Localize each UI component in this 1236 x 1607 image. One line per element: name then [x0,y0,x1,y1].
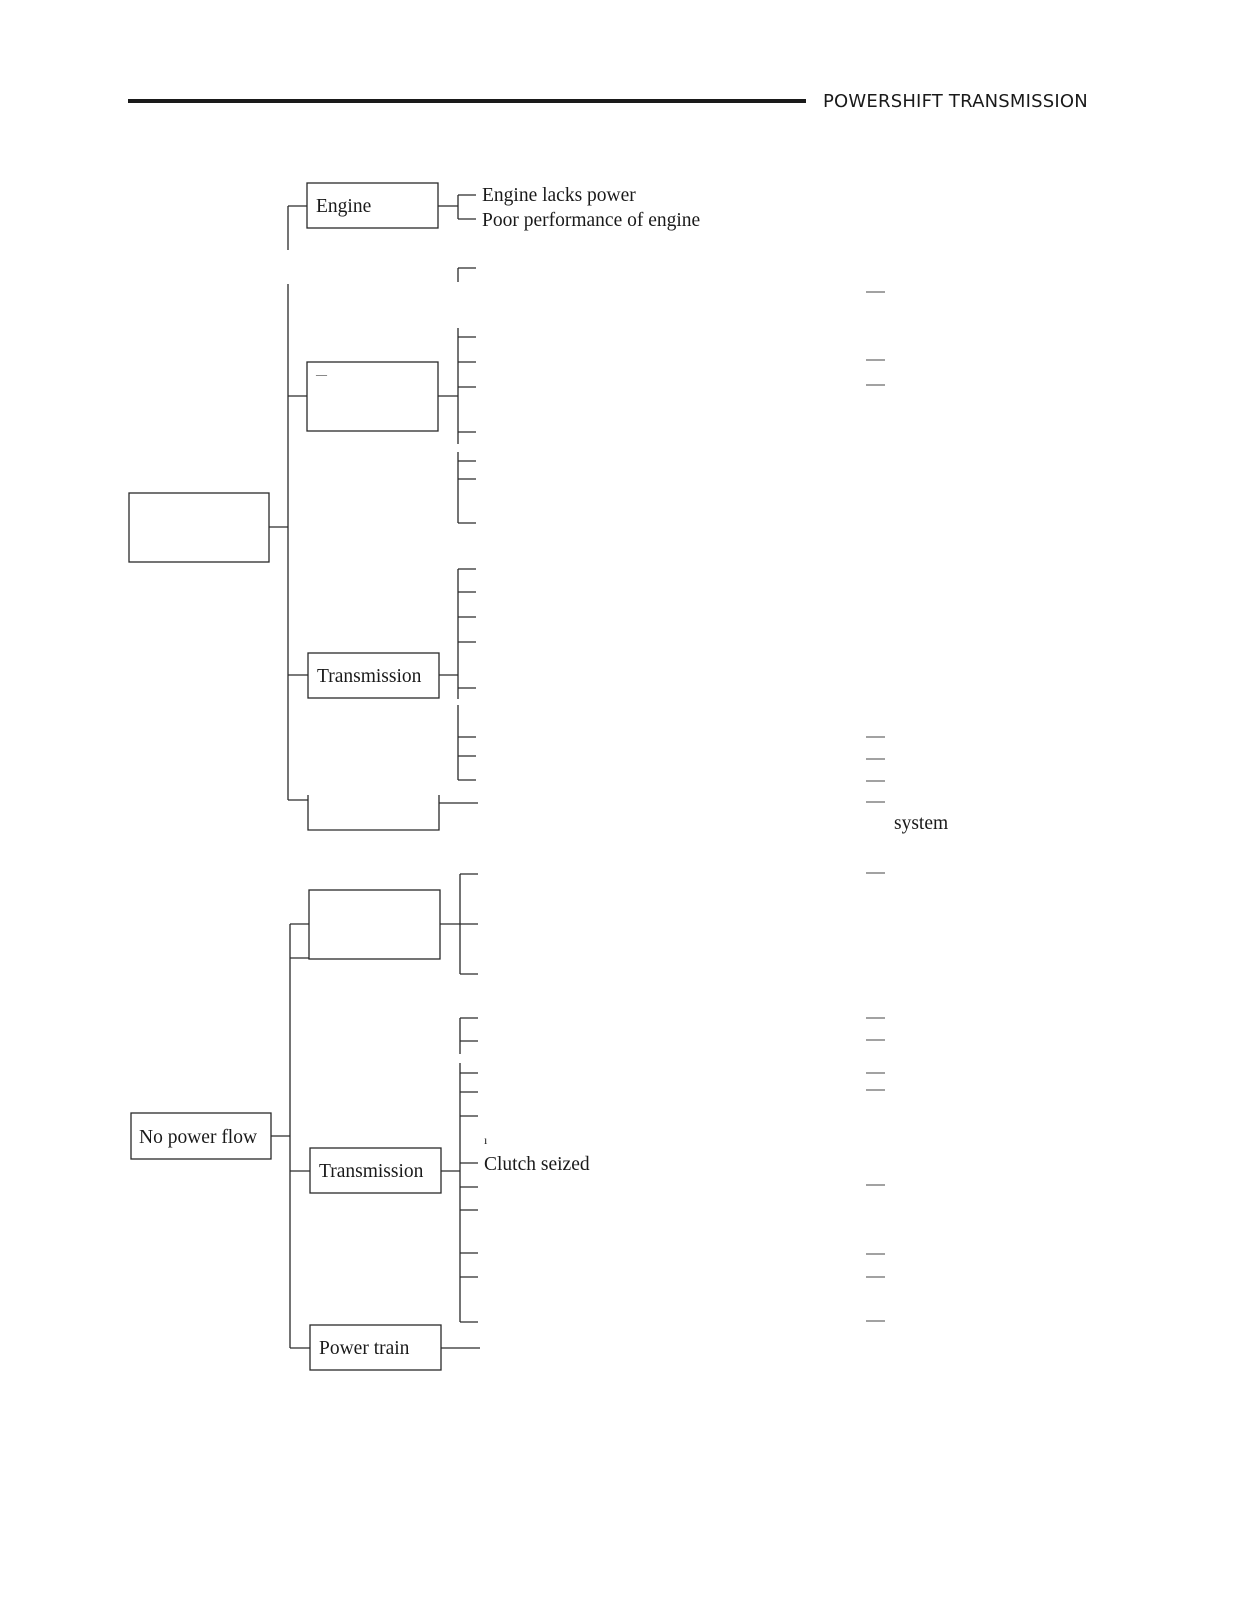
header-rule [128,99,806,103]
transmission-box-1 [307,652,440,699]
stray-mark: ı [484,1133,488,1147]
power-train-box-label: Power train [319,1338,410,1359]
root-box-2 [130,1112,272,1160]
section-title: POWERSHIFT TRANSMISSION [823,91,1088,112]
first-box-2 [308,889,441,960]
transmission-box-2-label: Transmission [319,1161,424,1182]
tree-group-1: Engine Engine lacks power Poor performan… [128,182,948,834]
cause-bracket [457,267,476,282]
cause-bracket [457,568,476,699]
cause-engine-lacks-power: Engine lacks power [482,185,636,206]
cause-bracket [459,1017,478,1054]
transmission-box-2 [309,1147,442,1194]
second-box-mark: — [315,369,328,381]
second-box [306,361,439,432]
engine-box-label: Engine [316,196,371,217]
tree-group-2: No power flow Transmission [130,872,885,1371]
root-box-2-label: No power flow [139,1127,257,1148]
root-box-1 [128,492,270,563]
cause-poor-performance: Poor performance of engine [482,210,700,231]
power-train-box [309,1324,442,1371]
fourth-box [307,795,440,831]
transmission-box-1-label: Transmission [317,666,422,687]
cause-clutch-seized: Clutch seized [484,1154,590,1175]
note-system: system [894,813,948,834]
